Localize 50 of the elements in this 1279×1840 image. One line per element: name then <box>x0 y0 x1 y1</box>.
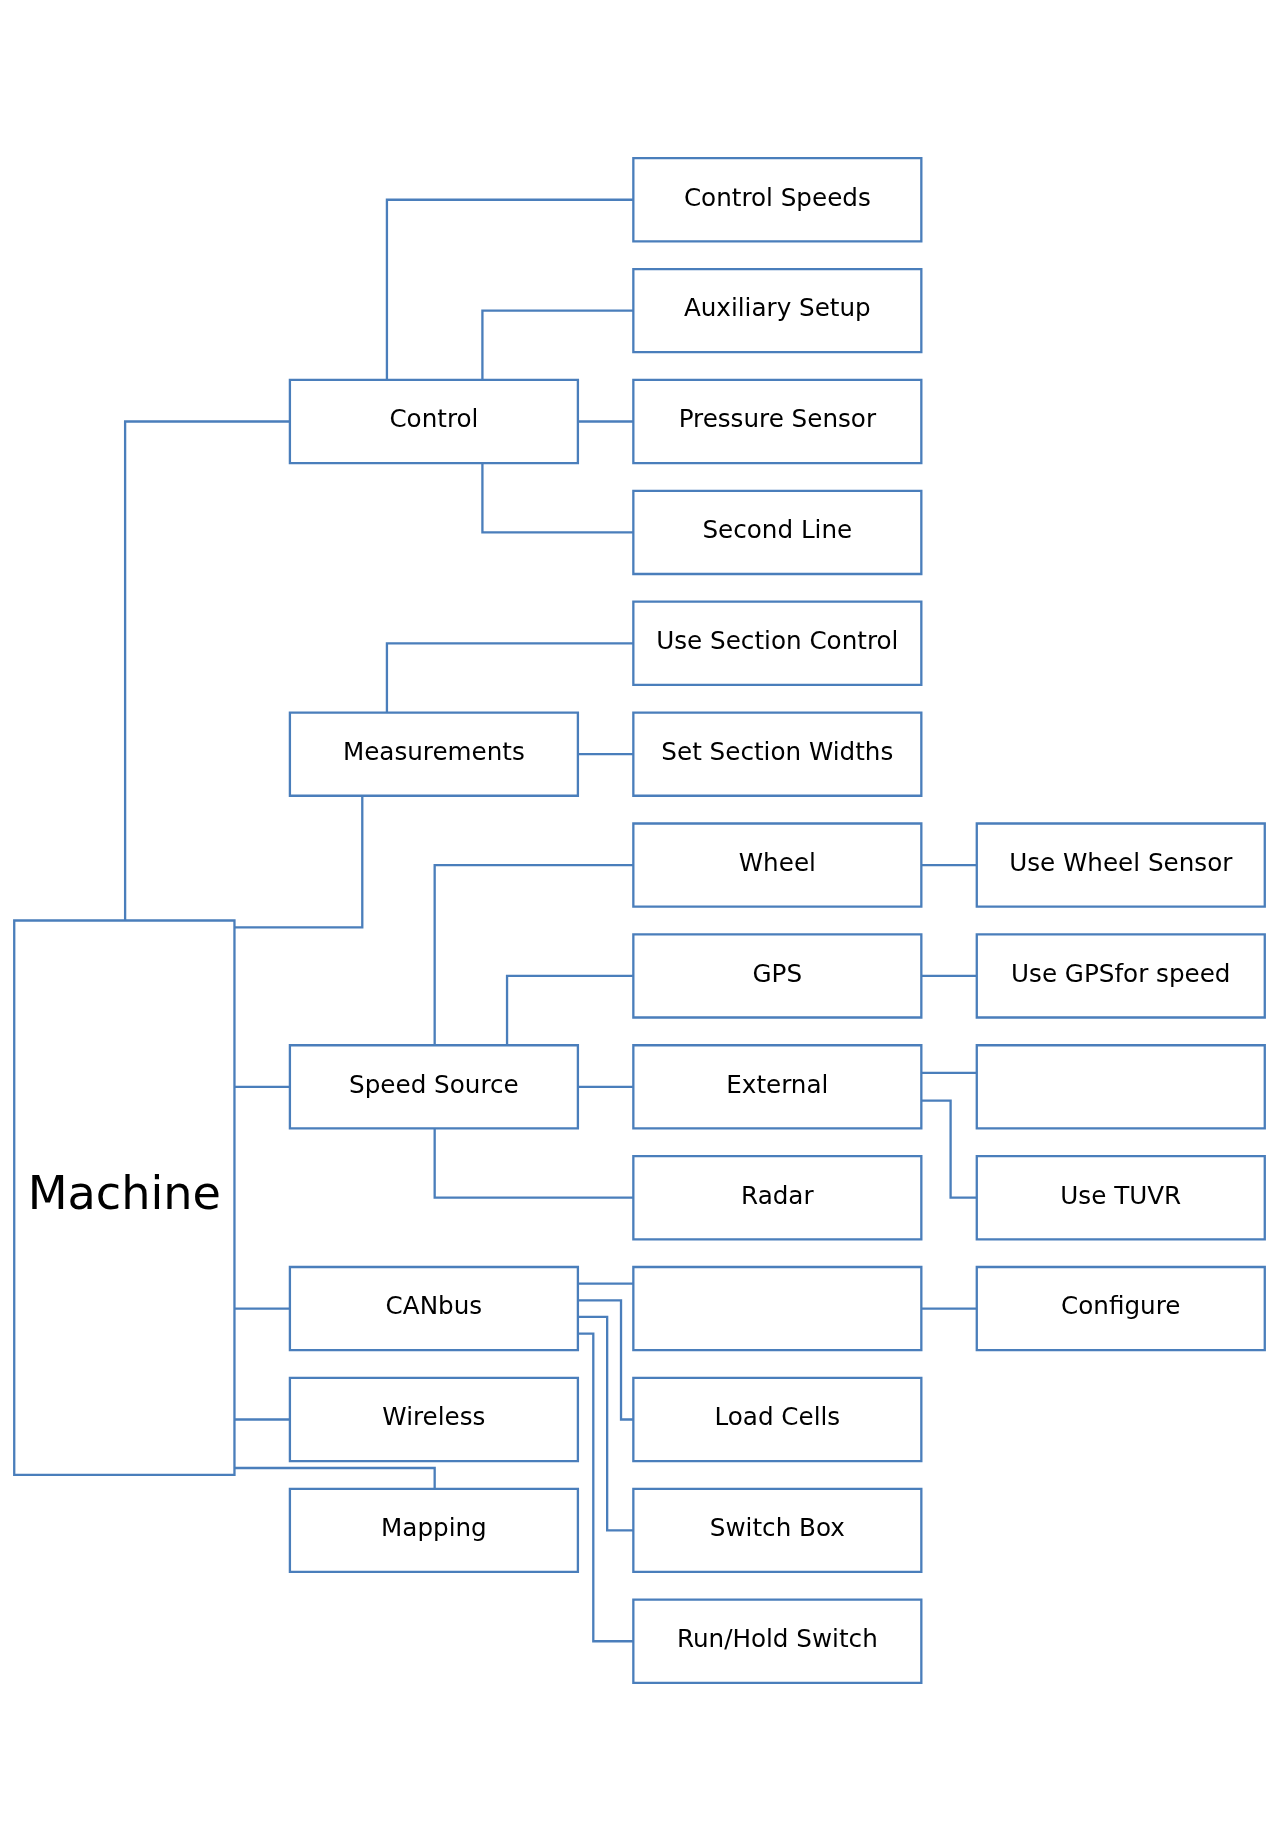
node-box: Wireless <box>288 1376 580 1462</box>
connector <box>578 1298 634 1421</box>
connector <box>433 1128 633 1199</box>
node-box: External <box>632 1043 923 1130</box>
connector <box>578 1331 634 1642</box>
node-box: Auxiliary Setup <box>632 267 923 353</box>
connector <box>385 641 634 712</box>
node-box: Use Wheel Sensor <box>975 821 1266 908</box>
node-box: Pressure Sensor <box>632 378 923 464</box>
connector <box>921 1071 977 1074</box>
connector <box>481 462 634 534</box>
node-box: Control <box>288 378 580 464</box>
connector <box>481 308 634 380</box>
connector <box>234 1306 290 1310</box>
connector <box>234 1417 290 1421</box>
node-box: Radar <box>632 1154 923 1240</box>
connector <box>921 1306 977 1310</box>
node-box: Mapping <box>288 1487 580 1573</box>
connector <box>234 795 364 929</box>
node-box: Use TUVR <box>975 1154 1266 1240</box>
node-box: Load Cells <box>632 1376 923 1462</box>
connector <box>433 863 633 1045</box>
connector <box>234 1466 436 1488</box>
node-box: Set Section Widths <box>632 710 923 797</box>
connector <box>123 419 290 920</box>
node-box: Machine <box>13 918 236 1476</box>
connector <box>578 752 633 755</box>
node-box: Configure <box>975 1265 1266 1351</box>
connector <box>921 863 977 866</box>
connector <box>578 1282 633 1285</box>
connector <box>578 1315 633 1532</box>
connector <box>578 419 633 423</box>
node-box: CANbus <box>288 1265 580 1351</box>
node-box: Speed Source <box>288 1043 580 1130</box>
node-box: Run/Hold Switch <box>632 1598 923 1684</box>
node-box: Switch Box <box>632 1487 923 1573</box>
connector <box>385 198 634 380</box>
connector <box>578 1085 633 1088</box>
node-box: GPS <box>632 932 923 1019</box>
node-box: Measurements <box>288 710 580 797</box>
connector <box>505 974 634 1045</box>
node-box: Second Line <box>632 489 923 575</box>
node-box <box>975 1043 1266 1130</box>
node-box <box>632 1265 923 1351</box>
connector <box>921 974 977 977</box>
node-box: Wheel <box>632 821 923 908</box>
node-box: Use Section Control <box>632 600 923 686</box>
connector <box>234 1085 290 1088</box>
node-box: Use GPSfor speed <box>975 932 1266 1019</box>
node-box: Control Speeds <box>632 156 923 242</box>
